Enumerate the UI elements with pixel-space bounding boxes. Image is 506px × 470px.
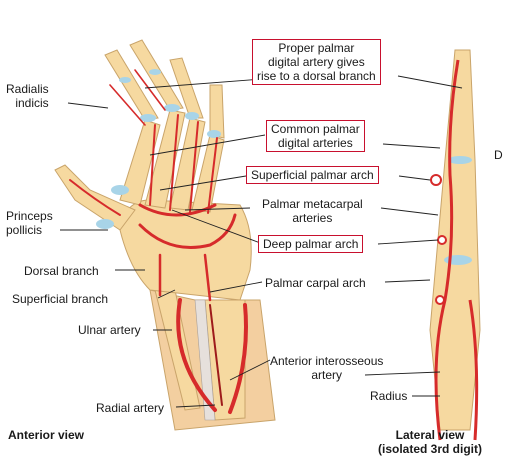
label-princeps-pollicis: Princeps pollicis	[6, 209, 53, 237]
ulnar-artery-path	[176, 298, 217, 412]
thumb	[54, 164, 136, 231]
lateral-digit	[429, 49, 481, 441]
label-palmar-metacarpal: Palmar metacarpal arteries	[262, 197, 363, 225]
arch-cross-section	[430, 174, 442, 186]
forearm	[149, 289, 276, 431]
label-ulnar-artery: Ulnar artery	[78, 323, 141, 337]
label-proper-palmar-digital: Proper palmar digital artery gives rise …	[252, 39, 381, 85]
lateral-bone	[429, 49, 481, 431]
label-dorsal-branch: Dorsal branch	[24, 264, 99, 278]
lateral-palmar-artery	[434, 59, 460, 441]
lateral-view-caption: Lateral view (isolated 3rd digit)	[378, 428, 483, 456]
label-superficial-palmar-arch: Superficial palmar arch	[246, 166, 379, 184]
label-palmar-carpal-arch: Palmar carpal arch	[265, 276, 366, 290]
deep-arch-path	[138, 213, 237, 249]
superficial-arch-path	[138, 203, 217, 217]
label-radius: Radius	[370, 389, 408, 403]
anterior-view-caption: Anterior view	[8, 428, 85, 442]
label-radialis-indicis: Radialis indicis	[6, 82, 49, 110]
interosseous-membrane	[194, 299, 216, 421]
label-cut-d: D	[494, 148, 503, 162]
ring-finger	[169, 57, 204, 119]
label-radial-artery: Radial artery	[96, 401, 165, 415]
little-finger	[209, 84, 225, 139]
label-superficial-branch: Superficial branch	[12, 292, 109, 306]
radial-artery-path	[228, 303, 248, 414]
label-anterior-interosseous: Anterior interosseous artery	[270, 354, 384, 382]
carpal-region	[119, 199, 252, 301]
label-common-palmar-digital: Common palmar digital arteries	[266, 120, 365, 152]
label-deep-palmar-arch: Deep palmar arch	[258, 235, 364, 253]
arteries	[69, 69, 248, 414]
